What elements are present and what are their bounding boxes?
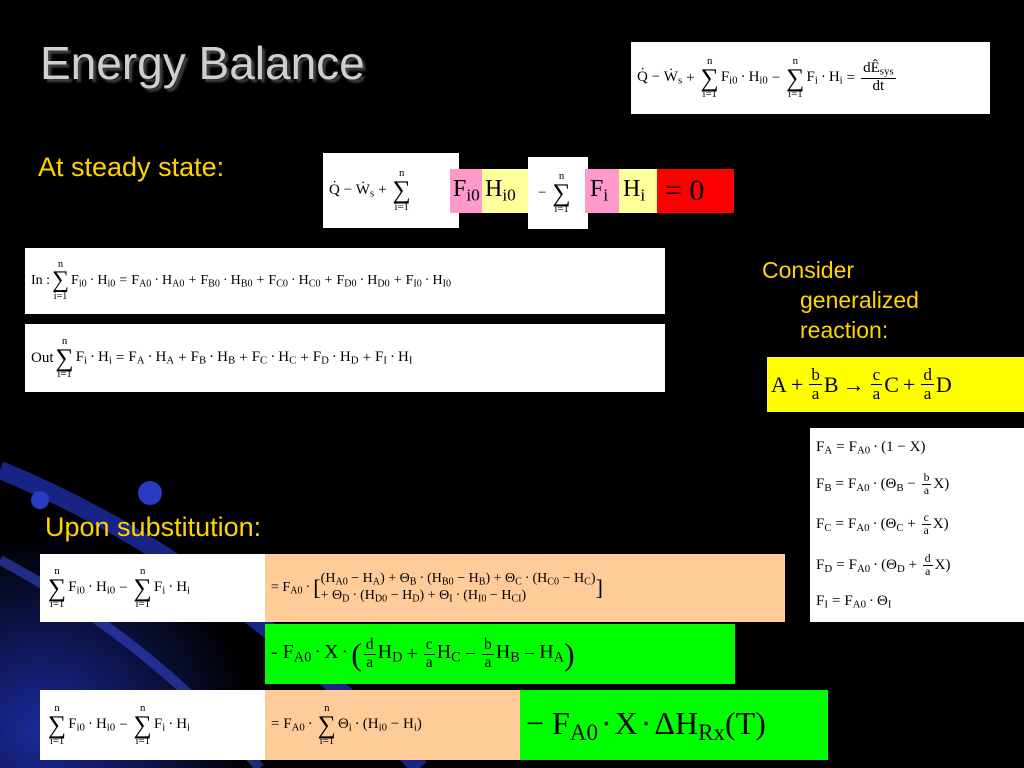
steady-state-minus-sum-term: − n∑i=1	[528, 157, 588, 229]
consider-line-1: Consider	[762, 257, 855, 283]
steady-state-fi0-term: Fi0	[450, 169, 484, 213]
steady-state-heading: At steady state:	[38, 152, 225, 182]
heat-of-reaction-term: − FA0·X·ΔHRx(T)	[520, 690, 828, 760]
steady-state-hi-term: Hi	[619, 169, 659, 213]
steady-state-fi-term: Fi	[585, 169, 619, 213]
fi-equation: FI=FA0·ΘI	[816, 592, 892, 611]
consider-reaction-text: Consider generalized reaction:	[762, 255, 919, 345]
substitution-heading: Upon substitution:	[45, 512, 262, 542]
consider-line-3: reaction:	[800, 317, 889, 343]
substitution-lhs-2: n∑i=1 Fi0·Hi0− n∑i=1 Fi·Hi	[40, 690, 265, 760]
general-energy-balance-equation: Q̇ − Ẇs+ n∑i=1 Fi0·Hi0− n∑i=1 Fi·Hi= dÊs…	[631, 42, 990, 114]
steady-state-heat-work-term: Q̇ − Ẇs+ n∑i=1	[323, 153, 459, 228]
fa-equation: FA=FA0·(1 − X)	[816, 439, 926, 458]
consider-line-2: generalized	[800, 287, 919, 313]
substitution-rhs-enthalpy-terms: = FA0· [ (HA0 − HA) + ΘB·(HB0 − HB) + ΘC…	[265, 554, 785, 622]
steady-state-equals-zero: = 0	[657, 169, 734, 213]
steady-state-hi0-term: Hi0	[482, 169, 528, 213]
slide-title: Energy Balance	[40, 37, 365, 89]
inflow-equation: In : n∑i=1 Fi0·Hi0= FA0·HA0+ FB0·HB0+ FC…	[25, 248, 665, 314]
substitution-rhs-sensible-heat: = FA0· n∑i=1 Θi·(Hi0 − Hi)	[265, 690, 520, 760]
outflow-equation: Out n∑i=1 Fi·Hi= FA·HA+ FB·HB+ FC·HC+ FD…	[25, 324, 665, 392]
substitution-lhs-1: n∑i=1 Fi0·Hi0− n∑i=1 Fi·Hi	[40, 554, 265, 622]
